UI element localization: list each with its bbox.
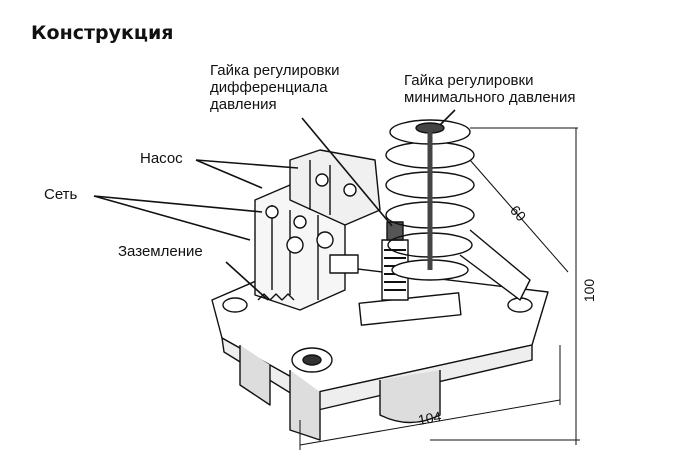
main-spring <box>385 119 475 281</box>
label-line: Гайка регулировки <box>404 72 534 89</box>
dimension-height: 100 <box>581 278 598 303</box>
label-min-pressure-nut: Гайка регулировки минимального давления <box>404 72 575 106</box>
label-ground: Заземление <box>118 243 203 260</box>
label-line: Гайка регулировки <box>210 62 340 79</box>
leader-lines <box>93 109 456 301</box>
dimension-lines <box>299 127 580 450</box>
label-differential-nut: Гайка регулировки дифференциала давления <box>210 62 339 113</box>
label-line: давления <box>210 96 277 113</box>
terminal-block <box>254 149 381 311</box>
differential-spring <box>381 221 409 301</box>
label-mains: Сеть <box>44 186 78 203</box>
page-title: Конструкция <box>31 22 174 44</box>
label-line: минимального давления <box>404 89 576 106</box>
label-pump: Насос <box>140 150 183 167</box>
label-line: дифференциала <box>210 79 328 96</box>
